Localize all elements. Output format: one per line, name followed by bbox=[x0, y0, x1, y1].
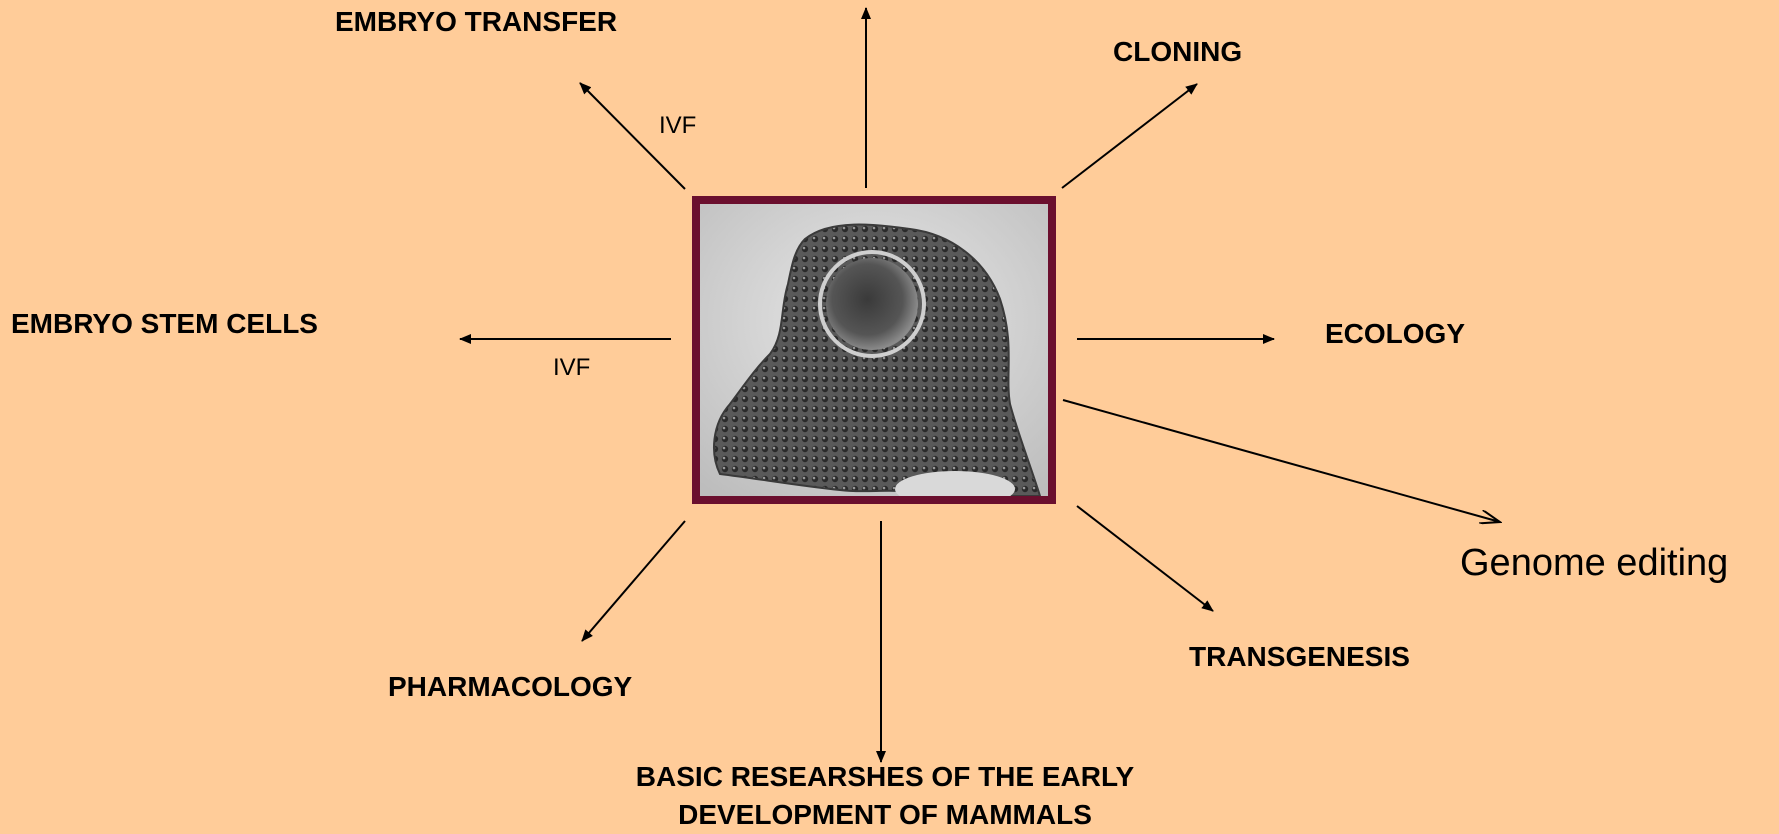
label-ivf-top: IVF bbox=[659, 112, 696, 140]
label-pharmacology: PHARMACOLOGY bbox=[388, 671, 632, 703]
arrow-transgenesis bbox=[1077, 506, 1213, 611]
arrow-genome-editing bbox=[1063, 400, 1500, 522]
label-ecology: ECOLOGY bbox=[1325, 318, 1465, 350]
label-basic-research-line2: DEVELOPMENT OF MAMMALS bbox=[678, 799, 1092, 830]
arrow-cloning bbox=[1062, 84, 1197, 188]
label-basic-research: BASIC RESEARSHES OF THE EARLY DEVELOPMEN… bbox=[601, 758, 1169, 834]
label-ivf-left: IVF bbox=[553, 354, 590, 382]
arrow-pharmacology bbox=[582, 521, 685, 641]
label-transgenesis: TRANSGENESIS bbox=[1189, 641, 1410, 673]
label-cloning: CLONING bbox=[1113, 36, 1242, 68]
label-genome-editing: Genome editing bbox=[1460, 542, 1728, 585]
oocyte-micrograph bbox=[692, 196, 1056, 504]
label-embryo-transfer: EMBRYO TRANSFER bbox=[335, 6, 617, 38]
label-embryo-stem-cells: EMBRYO STEM CELLS bbox=[11, 308, 318, 340]
label-basic-research-line1: BASIC RESEARSHES OF THE EARLY bbox=[636, 761, 1134, 792]
oocyte-image bbox=[700, 204, 1048, 496]
